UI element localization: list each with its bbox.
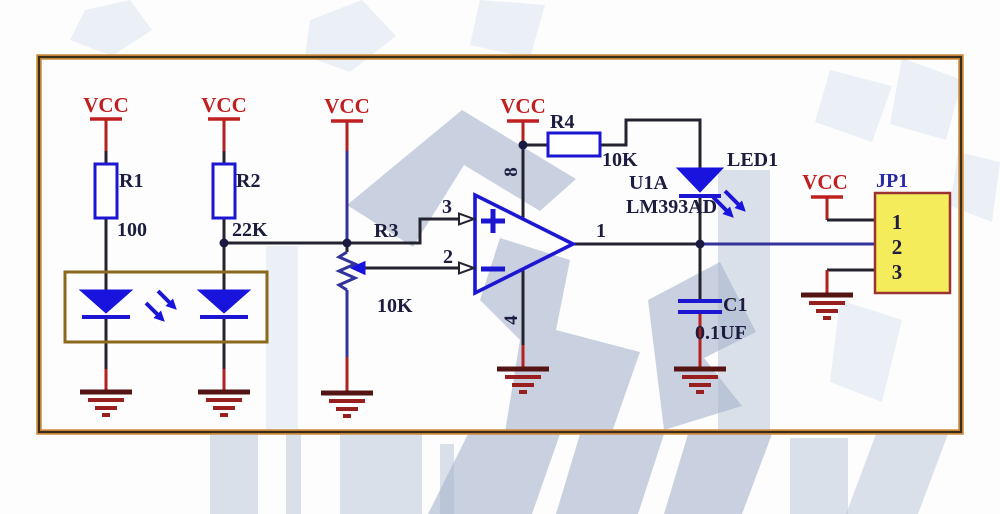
junction-dot [342, 238, 352, 248]
resistor-r2-value: 22K [232, 219, 268, 241]
input-port-arrow-3 [458, 212, 477, 226]
opamp-ref-label: U1A [629, 172, 668, 194]
watermark-shape [470, 0, 545, 58]
vcc-label: VCC [324, 94, 370, 118]
resistor-r4-value: 10K [602, 149, 638, 171]
pot-wiper-arrow [349, 260, 366, 276]
emitter-diode [78, 289, 134, 319]
wire [600, 118, 702, 168]
ground-symbol [198, 392, 250, 415]
opamp-plus-icon [481, 209, 505, 233]
watermark-shape [210, 434, 258, 514]
input-port-arrow-2 [458, 261, 477, 275]
connector-body [873, 191, 952, 295]
opamp-pin3-number: 3 [442, 196, 452, 218]
watermark-shape [305, 0, 396, 72]
opamp-pin4-number: 4 [501, 315, 522, 325]
vcc-label: VCC [83, 93, 129, 117]
watermark-shape [830, 300, 902, 402]
watermark-shape [664, 434, 772, 514]
resistor-r4: R4 10K [546, 111, 638, 171]
resistor-r4-label: R4 [550, 111, 574, 133]
watermark-shape [790, 438, 848, 514]
schematic-frame [36, 54, 964, 435]
watermark-shape [890, 58, 962, 140]
resistor-r2-label: R2 [236, 170, 260, 192]
resistor-r1-label: R1 [119, 170, 143, 192]
pot-zigzag [335, 250, 359, 292]
resistor-r1: R1 100 [93, 162, 147, 241]
capacitor-c1: C1 0.1UF [678, 294, 747, 344]
ground-symbol [321, 393, 373, 416]
vcc-label: VCC [802, 170, 848, 194]
watermark-shape [950, 152, 1000, 222]
watermark-shape [266, 246, 298, 432]
photo-interrupter-box [63, 270, 269, 344]
resistor-r3-value: 10K [377, 295, 413, 317]
watermark-logo [70, 0, 1000, 514]
watermark-shape [428, 434, 560, 514]
connector-pin-2: 2 [892, 235, 903, 259]
vcc-label: VCC [500, 94, 546, 118]
connector-pin-1: 1 [892, 210, 903, 234]
vcc-label: VCC [201, 93, 247, 117]
watermark-shape [648, 262, 756, 430]
watermark-shape [70, 0, 152, 56]
resistor-r3-label: R3 [374, 220, 398, 242]
wires [104, 118, 875, 393]
watermark-shape [815, 70, 892, 142]
opamp-pin2-number: 2 [443, 246, 453, 268]
junction-dot [219, 238, 229, 248]
opamp-part-label: LM393AD [626, 196, 717, 218]
watermark-shape [347, 110, 576, 247]
opamp-u1: 3 2 1 8 4 U1A LM393AD [442, 167, 717, 325]
photodiode [196, 289, 252, 319]
opamp-triangle [473, 192, 578, 296]
opamp-pin8-number: 8 [501, 167, 522, 177]
vcc-flag-2: VCC [201, 93, 247, 151]
opto-light-arrows [144, 289, 177, 322]
wire [224, 217, 459, 245]
junction-dot [695, 239, 705, 249]
connector-jp1: JP1 1 2 3 [873, 170, 952, 295]
watermark-shape [340, 434, 422, 514]
watermark-shape [286, 434, 301, 514]
led1-label: LED1 [727, 149, 778, 171]
vcc-flag-3: VCC [324, 94, 370, 151]
vcc-flag-5: VCC [802, 170, 848, 220]
resistor-r1-value: 100 [117, 219, 147, 241]
led1-light-arrows [711, 189, 746, 218]
opamp-pin1-number: 1 [596, 220, 606, 242]
capacitor-c1-value: 0.1UF [695, 322, 747, 344]
led1-diode: LED1 [675, 149, 778, 218]
watermark-shape [556, 434, 664, 514]
potentiometer-r3: R3 10K [335, 220, 413, 317]
vcc-flag-1: VCC [83, 93, 129, 151]
junction-dot [518, 140, 528, 150]
resistor-r2: R2 22K [211, 162, 268, 241]
watermark-shape [846, 434, 948, 514]
connector-jp1-label: JP1 [876, 170, 908, 192]
ground-symbol [80, 392, 132, 415]
capacitor-c1-label: C1 [723, 294, 747, 316]
connector-pin-3: 3 [892, 260, 903, 284]
